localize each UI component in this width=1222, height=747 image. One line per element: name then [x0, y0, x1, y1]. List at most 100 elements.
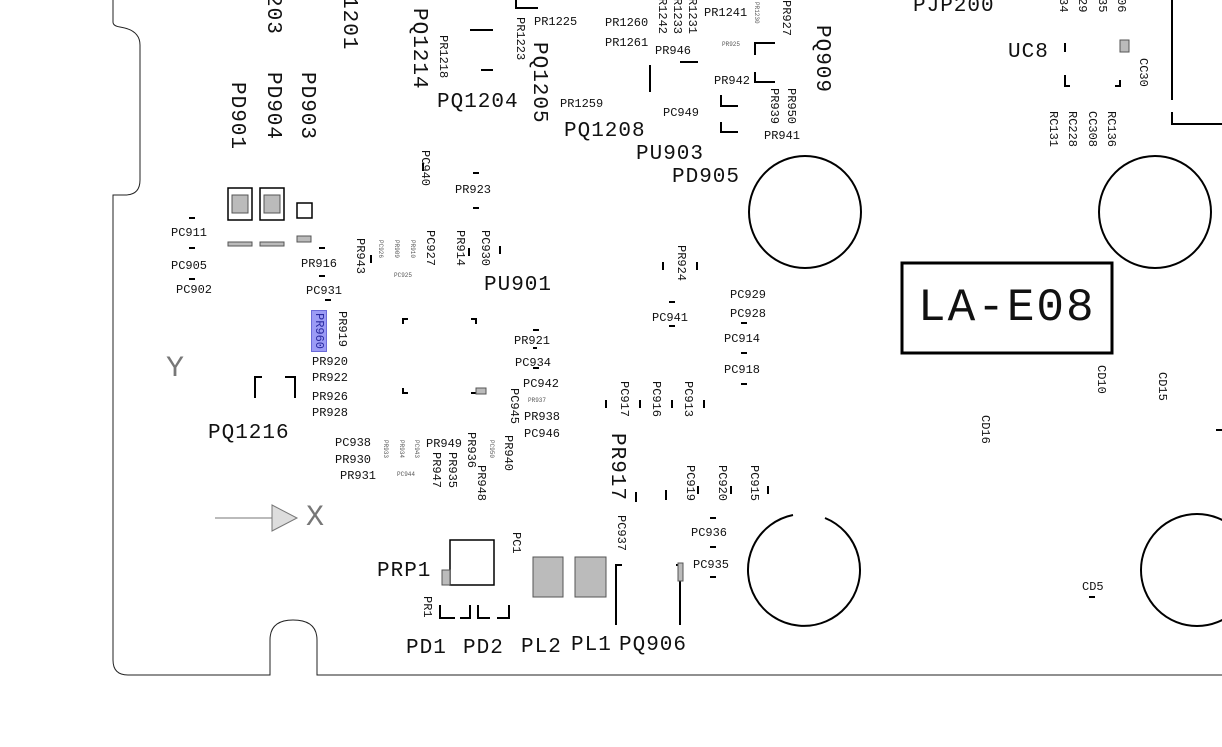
label-pc905: PC905: [171, 259, 208, 273]
label-pc940: PC940: [418, 150, 432, 187]
label-pr933: PR933: [382, 440, 389, 459]
y-axis-marker: Y: [166, 352, 186, 386]
board-title: LA-E08: [918, 282, 1096, 334]
label-pr1259: PR1259: [560, 97, 604, 111]
label-pr950: PR950: [784, 88, 798, 125]
label-cd10: CD10: [1094, 365, 1108, 394]
label-l203: 203: [261, 0, 284, 35]
label-pc913: PC913: [681, 381, 695, 418]
label-pc917: PC917: [617, 381, 631, 418]
label-pq1208: PQ1208: [564, 120, 646, 143]
label-pc949: PC949: [663, 106, 700, 120]
label-pr926: PR926: [312, 390, 349, 404]
label-rc131: RC131: [1046, 111, 1060, 148]
label-pr910: PR910: [409, 240, 416, 259]
label-pr920: PR920: [312, 355, 349, 369]
label-pr947: PR947: [429, 452, 443, 489]
label-pc1: PC1: [509, 532, 523, 554]
label-pc914: PC914: [724, 332, 761, 346]
label-pr925: PR925: [722, 41, 741, 48]
label-pd903: PD903: [295, 72, 318, 141]
label-cc30: CC30: [1136, 58, 1150, 87]
label-pr1230: PR1230: [753, 2, 760, 24]
label-pc945: PC945: [507, 388, 521, 425]
label-pr940: PR940: [501, 435, 515, 472]
board-edge: [112, 0, 1222, 676]
label-pl1: PL1: [571, 634, 612, 657]
label-pr916: PR916: [301, 257, 338, 271]
label-pc938: PC938: [335, 436, 372, 450]
label-pr939: PR939: [767, 88, 781, 125]
label-pd904: PD904: [261, 72, 284, 141]
label-uc8: UC8: [1008, 41, 1049, 64]
label-pc944: PC944: [397, 471, 416, 478]
label-pr1218: PR1218: [436, 35, 450, 79]
label-06: 06: [1114, 0, 1128, 13]
label-pr1223: PR1223: [513, 17, 527, 61]
inductor-pl1: [574, 556, 607, 598]
label-pc927: PC927: [423, 230, 437, 267]
label-pr938: PR938: [524, 410, 561, 424]
inductor-pl2: [532, 556, 564, 598]
label-pc936: PC936: [691, 526, 728, 540]
label-pr941: PR941: [764, 129, 801, 143]
label-pc950: PC950: [488, 440, 495, 459]
label-pr928: PR928: [312, 406, 349, 420]
label-pr1261: PR1261: [605, 36, 649, 50]
label-pjp200: PJP200: [913, 0, 995, 18]
label-l1201: 1201: [337, 0, 360, 51]
label-pr960-selected[interactable]: PR960: [311, 310, 327, 353]
mount-hole: [1098, 155, 1212, 269]
label-pq1214: PQ1214: [407, 8, 430, 90]
label-pc916: PC916: [649, 381, 663, 418]
label-r1231: R1231: [685, 0, 699, 35]
label-prp1: PRP1: [377, 560, 432, 583]
label-pq1204: PQ1204: [437, 91, 519, 114]
label-29: 29: [1075, 0, 1089, 13]
label-pu901: PU901: [484, 274, 553, 297]
label-pr949: PR949: [426, 437, 463, 451]
label-pr931: PR931: [340, 469, 377, 483]
label-cd15: CD15: [1155, 372, 1169, 401]
board-title-box: [900, 261, 1114, 355]
label-pr921: PR921: [514, 334, 551, 348]
label-pr936: PR936: [464, 432, 478, 469]
label-pc943: PC943: [413, 440, 420, 459]
label-pd905: PD905: [672, 166, 741, 189]
label-pr924: PR924: [674, 245, 688, 282]
label-pr1225: PR1225: [534, 15, 578, 29]
label-pq909: PQ909: [810, 25, 833, 94]
label-pl2: PL2: [521, 636, 562, 659]
label-pr923: PR923: [455, 183, 492, 197]
label-r1242: R1242: [655, 0, 669, 35]
label-pc941: PC941: [652, 311, 689, 325]
label-pc934: PC934: [515, 356, 552, 370]
label-cd16: CD16: [978, 415, 992, 444]
label-pc920: PC920: [715, 465, 729, 502]
label-pq1216: PQ1216: [208, 422, 290, 445]
label-34: 34: [1056, 0, 1070, 13]
label-pc929: PC929: [730, 288, 767, 302]
label-pc942: PC942: [523, 377, 560, 391]
label-rc136: RC136: [1104, 111, 1118, 148]
label-pc937: PC937: [614, 515, 628, 552]
label-pd1: PD1: [406, 637, 447, 660]
label-pc925: PC925: [394, 272, 413, 279]
mount-hole: [747, 514, 861, 627]
label-cc308: CC308: [1085, 111, 1099, 148]
label-pc918: PC918: [724, 363, 761, 377]
label-pc931: PC931: [306, 284, 343, 298]
label-pr919: PR919: [335, 311, 349, 348]
label-pr935: PR935: [445, 452, 459, 489]
label-pc935: PC935: [693, 558, 730, 572]
label-rc228: RC228: [1065, 111, 1079, 148]
x-axis-marker: X: [306, 501, 326, 535]
label-pr909: PR909: [393, 240, 400, 259]
label-pd901: PD901: [225, 82, 248, 151]
label-cd5: CD5: [1082, 580, 1104, 594]
label-pr917: PR917: [605, 433, 628, 502]
label-pd2: PD2: [463, 637, 504, 660]
label-pr948: PR948: [474, 465, 488, 502]
